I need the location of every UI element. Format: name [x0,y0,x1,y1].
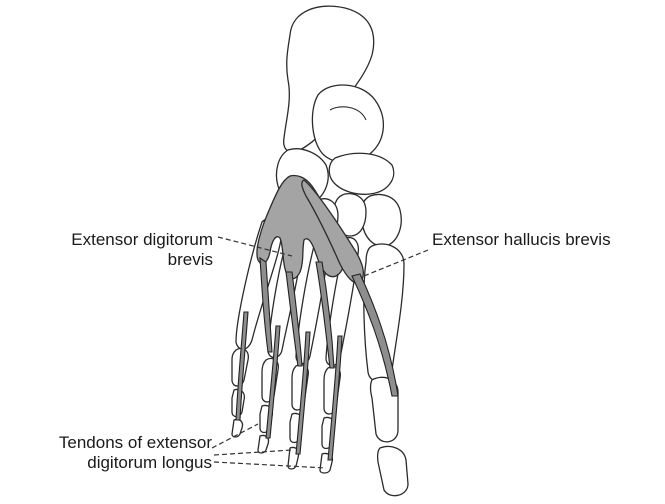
label-tedl-line-2: digitorum longus [59,453,212,473]
label-extensor-digitorum-brevis: Extensor digitorum brevis [71,230,213,270]
label-tedl-line-1: Tendons of extensor [59,433,212,453]
talus-bone [312,85,383,162]
navicular-bone [329,153,394,194]
label-edb-line-2: brevis [71,250,213,270]
leader-tendons-edl-3 [214,462,326,468]
label-edb-line-1: Extensor digitorum [71,230,213,250]
medial-cuneiform-bone [361,195,401,247]
leader-tendons-edl-2 [214,450,292,455]
label-extensor-hallucis-brevis: Extensor hallucis brevis [432,230,611,250]
toe-1-phalanges [371,377,409,495]
label-tendons-extensor-digitorum-longus: Tendons of extensor digitorum longus [59,433,212,473]
